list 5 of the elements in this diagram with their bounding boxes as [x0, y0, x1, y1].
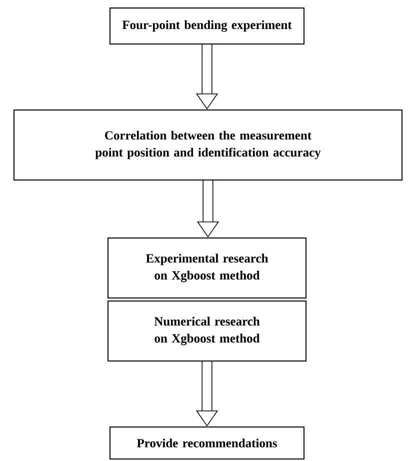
process-box: Numerical research on Xgboost method	[108, 300, 306, 362]
process-box: Experimental research on Xgboost method	[108, 238, 306, 298]
process-box: Provide recommendations	[110, 426, 304, 460]
process-box: Correlation between the measurement point position and identification accuracy	[14, 110, 402, 180]
process-box: Four-point bending experiment	[110, 8, 304, 44]
